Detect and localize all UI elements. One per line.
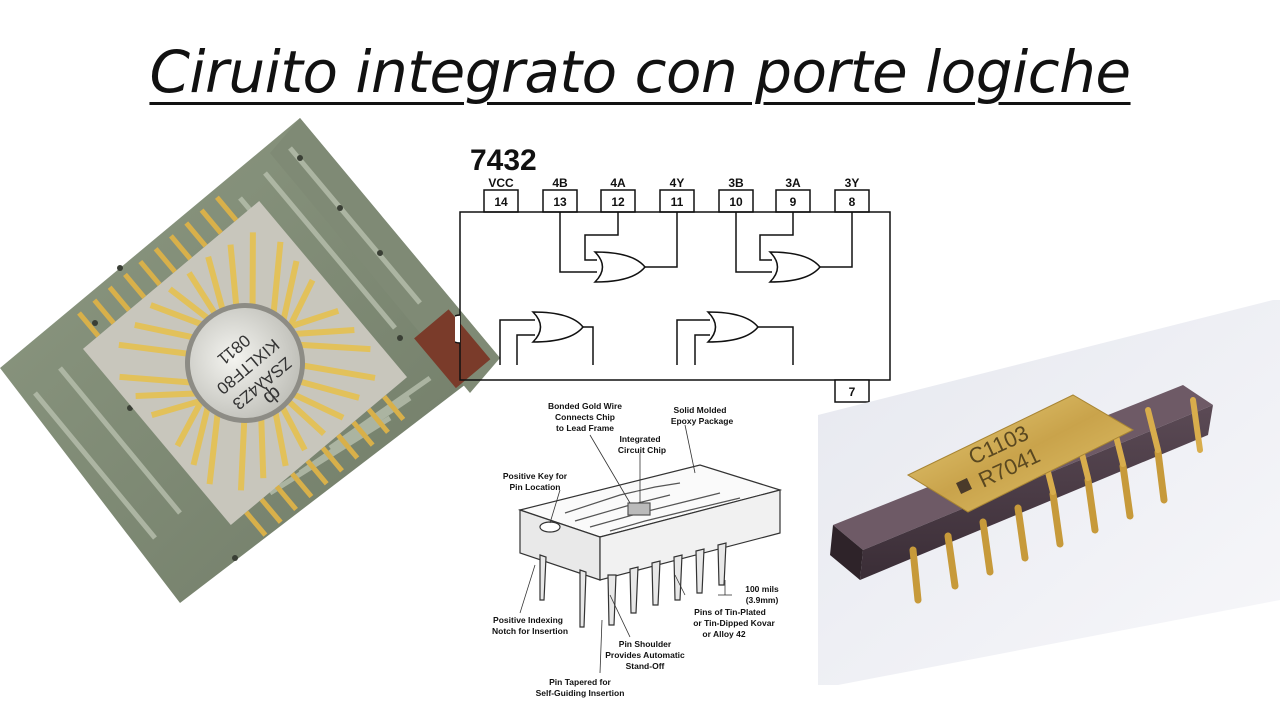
pins [539, 542, 727, 628]
label-tapered-1: Pin Tapered for [549, 677, 611, 687]
pin-label: 4Y [670, 176, 685, 190]
slide-title: Ciruito integrato con porte logiche [0, 38, 1280, 106]
chip-package: 0811 KIXLTF80 ZSAλ4Z3 ф [77, 195, 408, 537]
lead-frame [564, 482, 741, 532]
pin-box-bottom [834, 379, 870, 403]
ic-7432-schematic: 7432 VCC 4B 4A 4Y 3B 3A 3Y 14 13 12 11 1… [455, 144, 891, 403]
label-ic-chip-1: Integrated [619, 434, 660, 444]
pin-labels: VCC 4B 4A 4Y 3B 3A 3Y [488, 176, 859, 190]
label-key-1: Positive Key for [503, 471, 568, 481]
label-spacing-1: 100 mils [745, 584, 779, 594]
pin-label: 4B [552, 176, 568, 190]
pin-numbers: 14 13 12 11 10 9 8 [494, 195, 855, 209]
callout-lines [519, 424, 732, 674]
or-gates [531, 251, 821, 343]
pin-number: 14 [494, 195, 508, 209]
dip-chip: C1103 R7041 [830, 385, 1213, 604]
pin-number: 13 [553, 195, 567, 209]
package-body [517, 464, 783, 581]
pin-number: 10 [729, 195, 743, 209]
label-pins-2: or Tin-Dipped Kovar [693, 618, 775, 628]
pin-label: 3B [728, 176, 744, 190]
label-bonded-wire-3: to Lead Frame [556, 423, 614, 433]
label-indexing-1: Positive Indexing [493, 615, 563, 625]
pin-label: VCC [488, 176, 514, 190]
slide-title-text: Ciruito integrato con porte logiche [149, 38, 1131, 106]
intel-logo-icon [956, 478, 972, 494]
soviet-chip-photo: 0811 KIXLTF80 ZSAλ4Z3 ф [0, 118, 500, 603]
label-ic-chip-2: Circuit Chip [618, 445, 666, 455]
label-molded-1: Solid Molded [674, 405, 727, 415]
pin-number-bottom: 7 [849, 385, 856, 399]
pin-number: 12 [611, 195, 625, 209]
label-bonded-wire-1: Bonded Gold Wire [548, 401, 622, 411]
label-shoulder-2: Provides Automatic [605, 650, 685, 660]
label-pins-3: or Alloy 42 [702, 629, 745, 639]
pin-label: 3A [785, 176, 801, 190]
callout-labels: Bonded Gold Wire Connects Chip to Lead F… [492, 401, 779, 698]
label-spacing-2: (3.9mm) [746, 595, 779, 605]
pin-number: 11 [671, 195, 684, 209]
ic-body [455, 211, 891, 381]
pin-boxes [483, 189, 870, 213]
pin-label: 3Y [845, 176, 860, 190]
label-bonded-wire-2: Connects Chip [555, 412, 615, 422]
label-tapered-2: Self-Guiding Insertion [536, 688, 625, 698]
pin-number: 9 [790, 195, 797, 209]
part-number: 7432 [470, 144, 537, 177]
label-shoulder-1: Pin Shoulder [619, 639, 672, 649]
pin-label: 4A [610, 176, 626, 190]
label-pins-1: Pins of Tin-Plated [694, 607, 766, 617]
dip-package-diagram: Bonded Gold Wire Connects Chip to Lead F… [492, 401, 783, 698]
label-key-2: Pin Location [510, 482, 561, 492]
label-molded-2: Epoxy Package [671, 416, 734, 426]
label-indexing-2: Notch for Insertion [492, 626, 568, 636]
wiring [499, 212, 853, 365]
label-shoulder-3: Stand-Off [626, 661, 665, 671]
pin-number: 8 [849, 195, 856, 209]
intel-c1103-photo: C1103 R7041 [818, 300, 1280, 685]
